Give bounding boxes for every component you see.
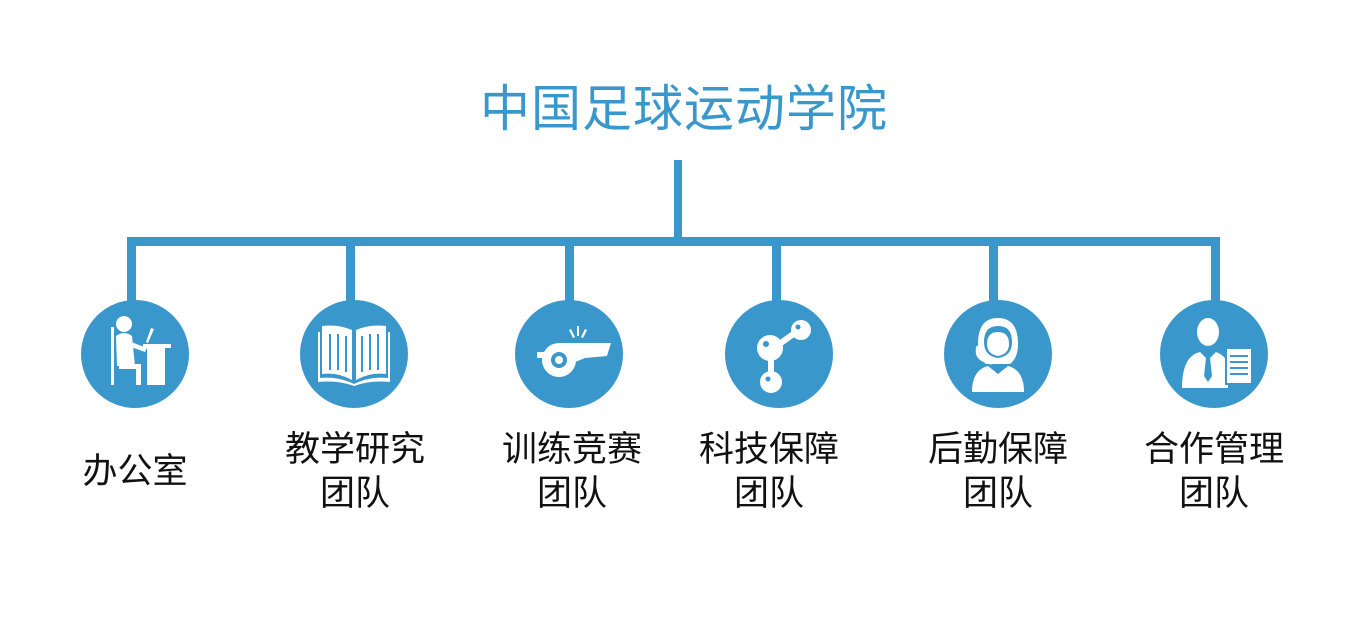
businessman-document-icon [1182,318,1253,388]
node-label-line: 科技保障 [698,430,839,470]
node-label-line: 团队 [1178,474,1249,514]
node-label-office: 办公室 [35,450,235,494]
node-teaching-research [300,300,408,408]
node-label-line: 办公室 [82,452,188,492]
branch-line-2 [346,237,355,305]
node-science-technology [725,300,833,408]
node-label-line: 后勤保障 [927,430,1068,470]
node-label-line: 训练竞赛 [501,430,642,470]
node-label-line: 团队 [962,474,1033,514]
node-label-teaching-research: 教学研究 团队 [255,428,455,516]
horizontal-bus-line [128,237,1220,246]
branch-line-3 [565,237,574,305]
node-training-competition [515,300,623,408]
node-logistics-support [944,300,1052,408]
branch-line-6 [1211,237,1220,305]
node-label-line: 合作管理 [1143,430,1284,470]
node-cooperation-management [1160,300,1268,408]
branch-line-5 [989,237,998,305]
whistle-icon [537,326,611,377]
branch-line-4 [772,237,781,305]
node-label-science-technology: 科技保障 团队 [669,428,869,516]
open-book-icon [318,325,390,386]
node-office [81,300,189,408]
molecule-icon [757,320,811,393]
person-at-desk-icon [111,316,171,385]
node-label-line: 团队 [536,474,607,514]
node-label-logistics-support: 后勤保障 团队 [898,428,1098,516]
node-label-line: 团队 [733,474,804,514]
trunk-line [674,160,682,242]
node-label-cooperation-management: 合作管理 团队 [1114,428,1314,516]
node-label-line: 团队 [319,474,390,514]
branch-line-1 [127,237,136,305]
node-label-line: 教学研究 [284,430,425,470]
chart-title: 中国足球运动学院 [480,80,888,138]
headset-operator-icon [972,318,1024,392]
node-label-training-competition: 训练竞赛 团队 [472,428,672,516]
